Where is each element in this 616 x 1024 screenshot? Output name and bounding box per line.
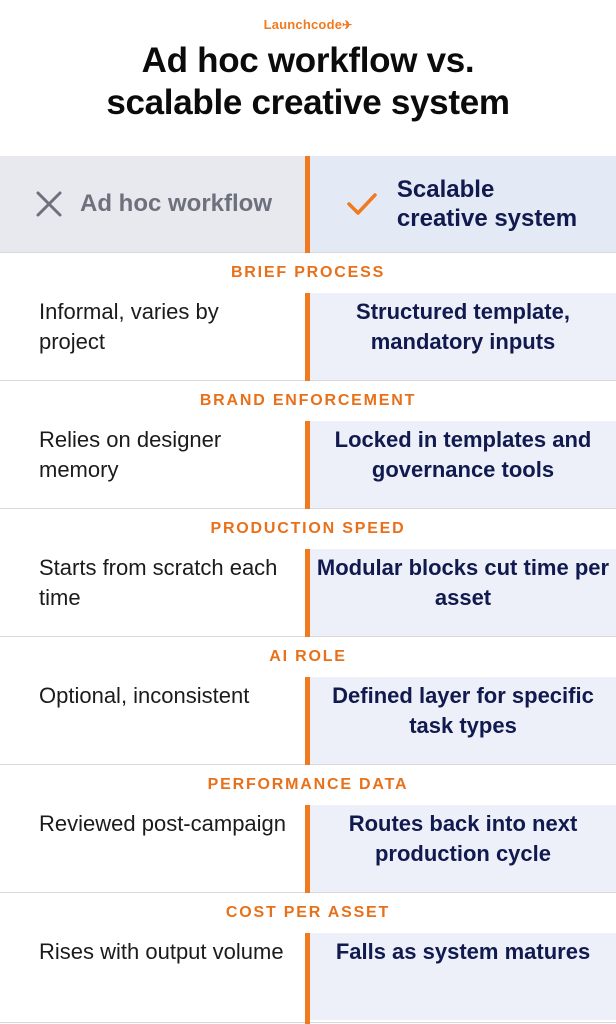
brand-name: Launchcode: [263, 17, 343, 32]
row-category-label: AI ROLE: [0, 637, 616, 677]
comparison-row: COST PER ASSET Rises with output volume …: [0, 892, 616, 1020]
brand-logo: Launchcode✈: [0, 17, 616, 32]
comparison-row: BRAND ENFORCEMENT Relies on designer mem…: [0, 380, 616, 508]
row-category-label: BRAND ENFORCEMENT: [0, 381, 616, 421]
scalable-cell: Locked in templates and governance tools: [334, 427, 592, 482]
comparison-row: BRIEF PROCESS Informal, varies by projec…: [0, 252, 616, 380]
check-icon: [347, 193, 377, 215]
paper-plane-icon: ✈: [342, 18, 353, 32]
orange-column-divider: [305, 156, 310, 1024]
scalable-header-line-1: Scalable: [396, 176, 495, 203]
ad-hoc-cell: Optional, inconsistent: [39, 683, 250, 708]
ad-hoc-header-label: Ad hoc workflow: [80, 190, 272, 217]
comparison-row: AI ROLE Optional, inconsistent Defined l…: [0, 636, 616, 764]
row-category-label: PERFORMANCE DATA: [0, 765, 616, 805]
title-line-1: Ad hoc workflow vs.: [141, 41, 475, 80]
scalable-header: Scalable creative system: [306, 156, 616, 252]
scalable-header-line-2: creative system: [396, 205, 578, 232]
row-category-label: PRODUCTION SPEED: [0, 509, 616, 549]
ad-hoc-cell: Informal, varies by project: [39, 299, 219, 354]
scalable-cell: Structured template, mandatory inputs: [356, 299, 570, 354]
comparison-rows: BRIEF PROCESS Informal, varies by projec…: [0, 252, 616, 1020]
scalable-header-label: Scalable creative system: [397, 175, 577, 233]
title-line-2: scalable creative system: [106, 83, 510, 122]
ad-hoc-header: Ad hoc workflow: [0, 156, 306, 252]
ad-hoc-cell: Rises with output volume: [39, 939, 284, 964]
x-icon: [36, 191, 62, 217]
page-title: Ad hoc workflow vs. scalable creative sy…: [0, 40, 616, 124]
scalable-cell: Defined layer for specific task types: [332, 683, 594, 738]
scalable-cell: Modular blocks cut time per asset: [316, 555, 610, 610]
comparison-row: PRODUCTION SPEED Starts from scratch eac…: [0, 508, 616, 636]
row-category-label: COST PER ASSET: [0, 893, 616, 933]
scalable-cell: Routes back into next production cycle: [348, 811, 578, 866]
ad-hoc-cell: Starts from scratch each time: [39, 555, 278, 610]
comparison-row: PERFORMANCE DATA Reviewed post-campaign …: [0, 764, 616, 892]
scalable-cell: Falls as system matures: [335, 939, 591, 964]
ad-hoc-cell: Reviewed post-campaign: [39, 811, 287, 836]
row-category-label: BRIEF PROCESS: [0, 253, 616, 293]
comparison-header: Ad hoc workflow Scalable creative system: [0, 156, 616, 252]
ad-hoc-cell: Relies on designer memory: [39, 427, 222, 482]
